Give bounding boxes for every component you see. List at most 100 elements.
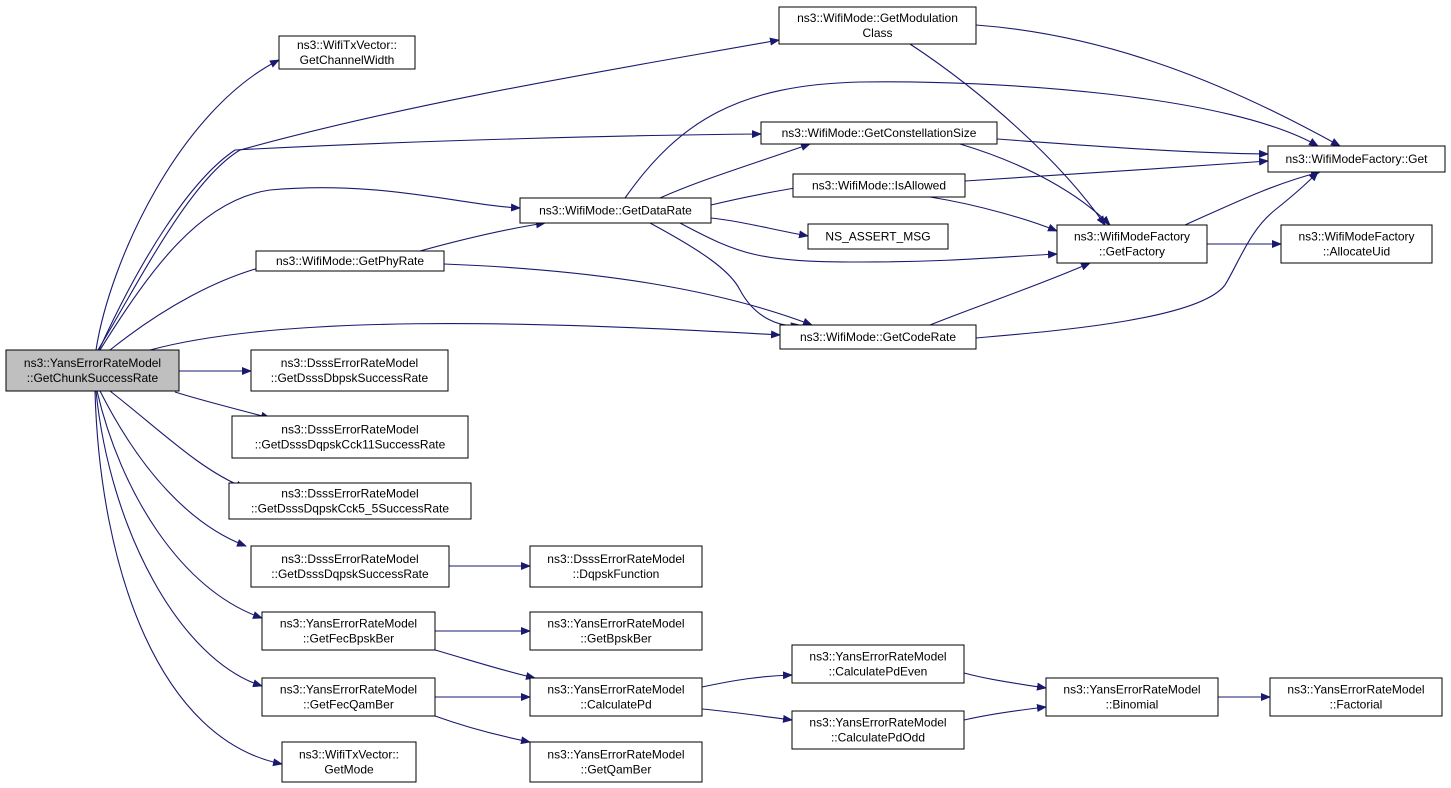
edge-root-to-dqpskCck55 bbox=[109, 390, 246, 489]
node-label: NS_ASSERT_MSG bbox=[825, 230, 930, 244]
node-fecBpskBer[interactable]: ns3::YansErrorRateModel::GetFecBpskBer bbox=[261, 611, 436, 651]
node-label: ns3::YansErrorRateModel bbox=[1063, 683, 1200, 697]
edge-getDataRate-to-getCodeRate bbox=[649, 222, 801, 331]
edge-root-to-getPhyRate bbox=[109, 260, 280, 351]
node-box bbox=[250, 545, 450, 588]
node-box bbox=[1056, 224, 1208, 264]
node-qamBer[interactable]: ns3::YansErrorRateModel::GetQamBer bbox=[529, 741, 703, 783]
edge-getModulationClass-to-getFactory bbox=[909, 43, 1106, 226]
edge-root-to-getConstellationSize bbox=[98, 130, 762, 351]
edge-getPhyRate-to-getCodeRate bbox=[443, 263, 813, 326]
edge-calculatePdOdd-to-binomial bbox=[963, 704, 1047, 721]
node-label: ::CalculatePdOdd bbox=[831, 731, 925, 745]
nodes-layer: ns3::YansErrorRateModel::GetChunkSuccess… bbox=[5, 6, 1446, 783]
node-dqpskCck11[interactable]: ns3::DsssErrorRateModel::GetDsssDqpskCck… bbox=[231, 415, 469, 459]
edge-getConstellationSize-to-factoryGet bbox=[996, 138, 1269, 158]
node-txGetMode[interactable]: ns3::WifiTxVector::GetMode bbox=[281, 741, 417, 783]
edge-root-to-dqpskCck11 bbox=[174, 391, 271, 420]
node-nsAssertMsg[interactable]: NS_ASSERT_MSG bbox=[807, 223, 949, 250]
node-box bbox=[278, 35, 416, 70]
edge-getDataRate-to-factoryGet bbox=[624, 81, 1319, 199]
node-box bbox=[261, 677, 436, 717]
node-fecQamBer[interactable]: ns3::YansErrorRateModel::GetFecQamBer bbox=[261, 677, 436, 717]
node-label: ns3::YansErrorRateModel bbox=[24, 356, 161, 370]
node-label: ::CalculatePd bbox=[580, 698, 651, 712]
edge-calculatePd-to-calculatePdOdd bbox=[701, 708, 793, 723]
node-label: ns3::WifiTxVector:: bbox=[299, 748, 399, 762]
edge-root-to-txGetMode bbox=[94, 390, 283, 767]
node-label: ns3::WifiModeFactory bbox=[1074, 230, 1190, 244]
edge-root-to-getCodeRate bbox=[149, 323, 781, 351]
node-label: ::GetFecBpskBer bbox=[303, 632, 394, 646]
node-label: ns3::WifiTxVector:: bbox=[297, 38, 397, 52]
node-factoryGet[interactable]: ns3::WifiModeFactory::Get bbox=[1267, 145, 1446, 173]
node-label: ns3::WifiMode::GetPhyRate bbox=[276, 254, 424, 268]
edge-isAllowed-to-factoryGet bbox=[964, 157, 1269, 182]
node-box bbox=[250, 349, 449, 392]
node-label: ::GetQamBer bbox=[581, 763, 652, 777]
node-binomial[interactable]: ns3::YansErrorRateModel::Binomial bbox=[1045, 677, 1219, 717]
node-box bbox=[791, 644, 965, 684]
node-box bbox=[1045, 677, 1219, 717]
node-calculatePdEven[interactable]: ns3::YansErrorRateModel::CalculatePdEven bbox=[791, 644, 965, 684]
node-calculatePdOdd[interactable]: ns3::YansErrorRateModel::CalculatePdOdd bbox=[791, 710, 965, 750]
node-label: ::GetFecQamBer bbox=[303, 698, 394, 712]
node-dqpskFunction[interactable]: ns3::DsssErrorRateModel::DqpskFunction bbox=[529, 545, 703, 588]
node-getCodeRate[interactable]: ns3::WifiMode::GetCodeRate bbox=[779, 324, 977, 350]
node-box bbox=[231, 415, 469, 459]
node-label: ns3::YansErrorRateModel bbox=[280, 683, 417, 697]
node-dqpsk[interactable]: ns3::DsssErrorRateModel::GetDsssDqpskSuc… bbox=[250, 545, 450, 588]
node-label: ns3::WifiModeFactory bbox=[1298, 230, 1414, 244]
node-label: ::Factorial bbox=[1330, 698, 1383, 712]
node-box bbox=[792, 173, 966, 198]
node-txGetChannelWidth[interactable]: ns3::WifiTxVector::GetChannelWidth bbox=[278, 35, 416, 70]
node-bpskBer[interactable]: ns3::YansErrorRateModel::GetBpskBer bbox=[529, 611, 703, 651]
edge-root-to-dqpsk bbox=[99, 390, 247, 547]
node-getConstellationSize[interactable]: ns3::WifiMode::GetConstellationSize bbox=[760, 121, 998, 145]
node-dbpsk[interactable]: ns3::DsssErrorRateModel::GetDsssDbpskSuc… bbox=[250, 349, 449, 392]
node-isAllowed[interactable]: ns3::WifiMode::IsAllowed bbox=[792, 173, 966, 198]
node-label: GetChannelWidth bbox=[300, 53, 395, 67]
node-label: ::GetBpskBer bbox=[580, 632, 651, 646]
node-allocateUid[interactable]: ns3::WifiModeFactory::AllocateUid bbox=[1280, 224, 1433, 264]
node-label: ns3::DsssErrorRateModel bbox=[281, 487, 418, 501]
edge-getCodeRate-to-getFactory bbox=[929, 262, 1091, 326]
node-label: ::GetFactory bbox=[1099, 245, 1165, 259]
node-box bbox=[760, 121, 998, 145]
edge-getCodeRate-to-factoryGet bbox=[975, 171, 1319, 339]
edge-getDataRate-to-nsAssertMsg bbox=[710, 217, 809, 239]
edge-isAllowed-to-getFactory bbox=[929, 196, 1058, 232]
node-label: ns3::YansErrorRateModel bbox=[547, 683, 684, 697]
node-box bbox=[228, 482, 472, 520]
node-label: ::GetDsssDqpskSuccessRate bbox=[271, 567, 429, 581]
node-label: ns3::YansErrorRateModel bbox=[280, 617, 417, 631]
node-label: ::CalculatePdEven bbox=[829, 665, 928, 679]
node-getDataRate[interactable]: ns3::WifiMode::GetDataRate bbox=[519, 197, 712, 224]
edge-fecBpskBer-to-calculatePd bbox=[434, 649, 536, 680]
node-label: ns3::DsssErrorRateModel bbox=[281, 552, 418, 566]
node-box bbox=[529, 677, 703, 717]
node-box bbox=[1280, 224, 1433, 264]
node-label: ns3::WifiMode::GetCodeRate bbox=[800, 330, 956, 344]
node-label: ::GetDsssDqpskCck11SuccessRate bbox=[255, 438, 446, 452]
edge-root-to-fecBpskBer bbox=[96, 390, 263, 619]
node-dqpskCck55[interactable]: ns3::DsssErrorRateModel::GetDsssDqpskCck… bbox=[228, 482, 472, 520]
node-label: ns3::WifiMode::GetDataRate bbox=[539, 204, 692, 218]
node-calculatePd[interactable]: ns3::YansErrorRateModel::CalculatePd bbox=[529, 677, 703, 717]
edge-getFactory-to-factoryGet bbox=[1184, 170, 1321, 226]
node-getFactory[interactable]: ns3::WifiModeFactory::GetFactory bbox=[1056, 224, 1208, 264]
node-getPhyRate[interactable]: ns3::WifiMode::GetPhyRate bbox=[255, 250, 445, 272]
node-label: ::GetDsssDqpskCck5_5SuccessRate bbox=[251, 502, 449, 516]
node-label: ns3::WifiMode::GetModulation bbox=[797, 11, 958, 25]
node-box bbox=[529, 741, 703, 783]
node-label: ns3::DsssErrorRateModel bbox=[547, 552, 684, 566]
node-label: ::AllocateUid bbox=[1323, 245, 1390, 259]
node-label: ns3::YansErrorRateModel bbox=[809, 716, 946, 730]
node-root[interactable]: ns3::YansErrorRateModel::GetChunkSuccess… bbox=[5, 349, 180, 392]
edge-getModulationClass-to-factoryGet bbox=[975, 24, 1341, 147]
node-label: ::GetDsssDbpskSuccessRate bbox=[271, 371, 429, 385]
node-label: ::Binomial bbox=[1106, 698, 1159, 712]
node-factorial[interactable]: ns3::YansErrorRateModel::Factorial bbox=[1269, 677, 1443, 717]
